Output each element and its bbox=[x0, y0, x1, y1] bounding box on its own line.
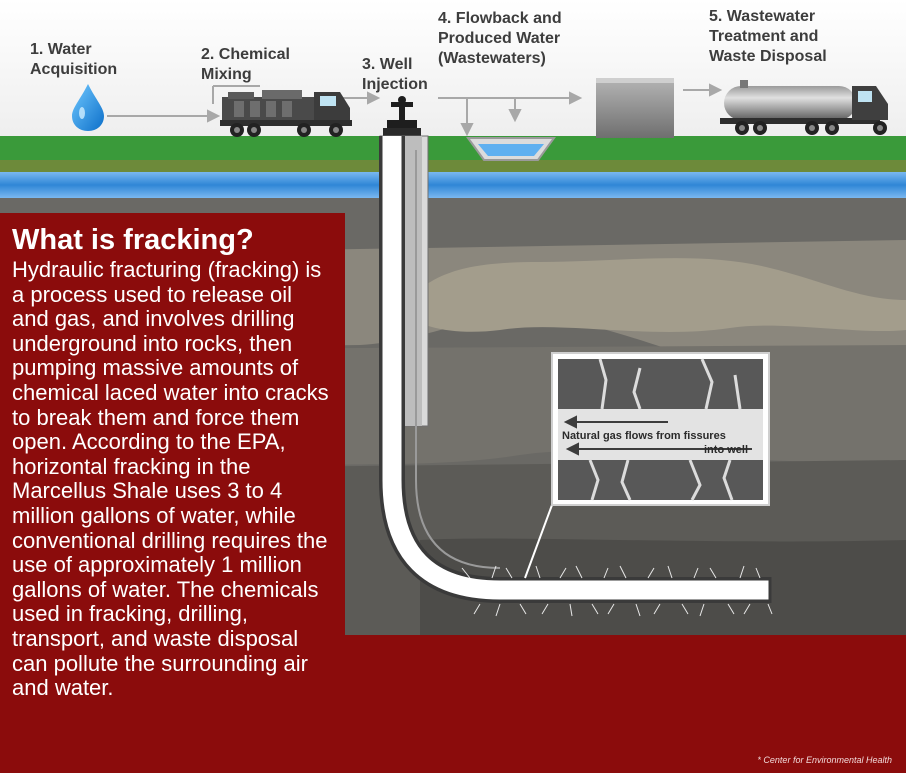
step-4-flowback-label: 4. Flowback and Produced Water (Wastewat… bbox=[438, 10, 562, 67]
treatment-facility-icon bbox=[596, 78, 674, 138]
water-drop-icon bbox=[72, 84, 104, 131]
info-title: What is fracking? bbox=[12, 224, 254, 256]
info-body-content: Hydraulic fracturing (fracking) is a pro… bbox=[12, 257, 329, 701]
wastewater-pit-icon bbox=[466, 137, 556, 161]
info-panel-background bbox=[0, 213, 906, 773]
gas-flow-callout-line-1: Natural gas flows from fissures bbox=[562, 430, 726, 442]
tanker-truck-icon bbox=[720, 80, 888, 135]
soil-layer bbox=[0, 160, 906, 174]
wellhead-icon bbox=[383, 96, 421, 138]
source-credit: * Center for Environmental Health bbox=[757, 755, 892, 765]
chemical-mixing-truck-icon bbox=[220, 90, 352, 137]
grass-layer bbox=[0, 136, 906, 164]
rock-layer-pale bbox=[400, 258, 906, 332]
gas-flow-callout-line-2: into well bbox=[704, 444, 748, 456]
well-bore bbox=[379, 135, 772, 603]
process-arrows bbox=[107, 83, 723, 137]
aquifer-water-layer bbox=[0, 172, 906, 198]
fracture-lines bbox=[461, 565, 773, 617]
step-5-wastewater-treatment-label: 5. Wastewater Treatment and Waste Dispos… bbox=[709, 8, 827, 65]
text-wrap-spacer bbox=[330, 258, 892, 680]
step-1-water-acquisition-label: 1. Water Acquisition bbox=[30, 41, 118, 78]
info-body-text: Hydraulic fracturing (fracking) is a pro… bbox=[12, 257, 892, 701]
inset-pointer-line bbox=[524, 504, 553, 579]
step-2-chemical-mixing-label: 2. Chemical Mixing bbox=[201, 46, 290, 83]
fissure-inset bbox=[551, 352, 770, 506]
step-3-well-injection-label: 3. Well Injection bbox=[362, 56, 428, 93]
info-panel: What is fracking? Hydraulic fracturing (… bbox=[0, 213, 906, 773]
water-drop-highlight bbox=[79, 107, 85, 119]
